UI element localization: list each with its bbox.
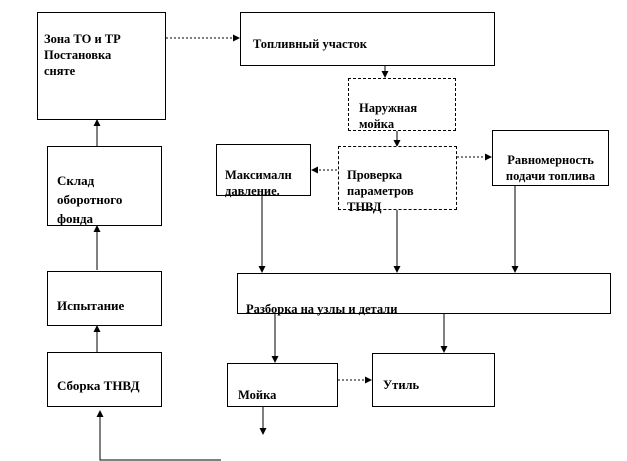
assembly-box: Сборка ТНВД [47, 352, 162, 407]
testing-label: Испытание [57, 298, 125, 313]
fuel-section-label: Топливный участок [253, 37, 368, 51]
testing-box: Испытание [47, 271, 162, 326]
washing-label: Мойка [238, 388, 277, 402]
warehouse-label: Склад оборотного фонда [57, 173, 123, 226]
arrow-return-to-assembly [96, 410, 221, 461]
uniformity-box: Равномерность подачи топлива [492, 130, 609, 186]
zone-to-label: Зона ТО и ТР Постановка сняте [44, 32, 121, 78]
max-pressure-label: Максималн давление. [225, 168, 292, 198]
disassembly-box: Разборка на узлы и детали [237, 273, 611, 316]
disassembly-label: Разборка на узлы и детали [246, 302, 398, 316]
outer-wash-box: Наружная мойка [348, 78, 456, 131]
zone-to-box: Зона ТО и ТР Постановка сняте [37, 12, 166, 120]
scrap-label: Утиль [383, 378, 420, 392]
check-params-label: Проверка параметров ТНВД [347, 168, 414, 214]
warehouse-box: Склад оборотного фонда [47, 146, 162, 226]
washing-box: Мойка [227, 363, 338, 407]
outer-wash-label: Наружная мойка [359, 101, 418, 131]
assembly-label: Сборка ТНВД [57, 378, 140, 393]
fuel-section-box: Топливный участок [240, 12, 495, 66]
uniformity-label: Равномерность подачи топлива [505, 153, 596, 183]
scrap-box: Утиль [372, 353, 495, 407]
check-params-box: Проверка параметров ТНВД [338, 146, 457, 214]
max-pressure-box: Максималн давление. [216, 144, 311, 198]
